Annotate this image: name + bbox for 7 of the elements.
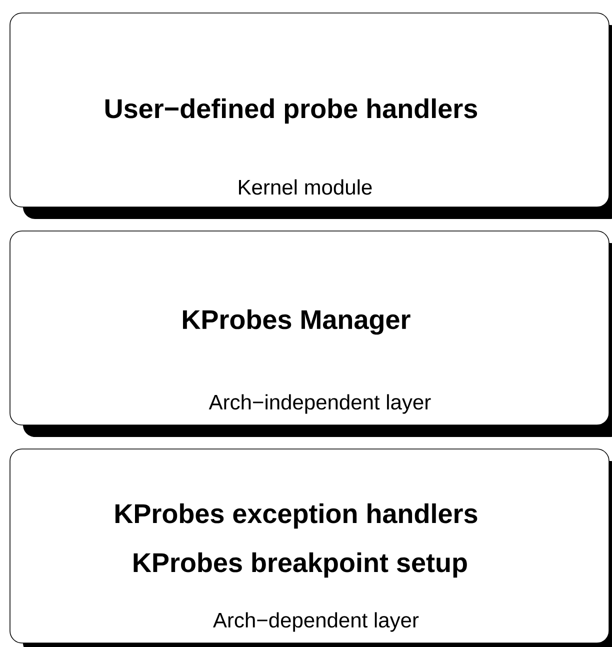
layer-label: Arch−independent layer [208, 394, 431, 414]
layer-label: Kernel module [239, 179, 372, 195]
box-heading: KProbes breakpoint setup [134, 552, 467, 578]
box-heading: User−defined probe handlers [105, 98, 478, 124]
box-heading: KProbes Manager [183, 309, 410, 335]
box-heading: KProbes exception handlers [116, 503, 478, 529]
layer-label: Arch−dependent layer [213, 612, 419, 632]
